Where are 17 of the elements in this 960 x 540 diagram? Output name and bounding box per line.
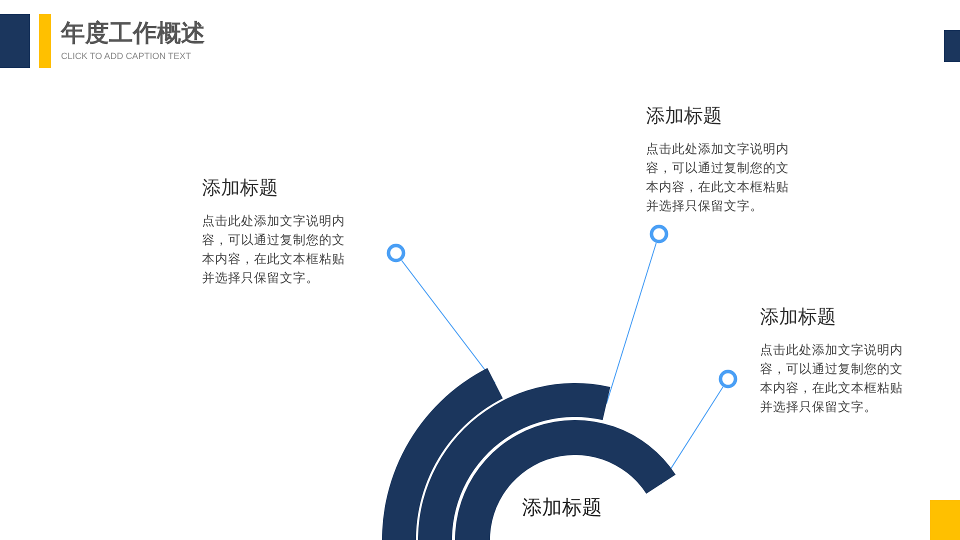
description-text: 点击此处添加文字说明内容，可以通过复制您的文本内容，在此文本框粘贴并选择只保留文字。 [646, 140, 790, 215]
arc-segment [382, 368, 503, 540]
arc-segment [418, 383, 610, 540]
section-heading: 添加标题 [646, 104, 722, 129]
section-heading: 添加标题 [760, 305, 836, 330]
slide-title: 年度工作概述 [61, 18, 205, 49]
description-text: 点击此处添加文字说明内容，可以通过复制您的文本内容，在此文本框粘贴并选择只保留文字。 [202, 212, 346, 287]
leader-line [606, 242, 657, 404]
center-heading: 添加标题 [522, 494, 602, 521]
arc-segment [455, 420, 676, 540]
ring-marker [386, 244, 406, 262]
section-heading: 添加标题 [202, 176, 278, 201]
description-text: 点击此处添加文字说明内容，可以通过复制您的文本内容，在此文本框粘贴并选择只保留文字。 [760, 341, 904, 416]
caption-text: CLICK TO ADD CAPTION TEXT [61, 51, 192, 61]
ring-marker [718, 370, 738, 388]
leader-line [401, 260, 496, 384]
ring-marker [650, 224, 668, 244]
